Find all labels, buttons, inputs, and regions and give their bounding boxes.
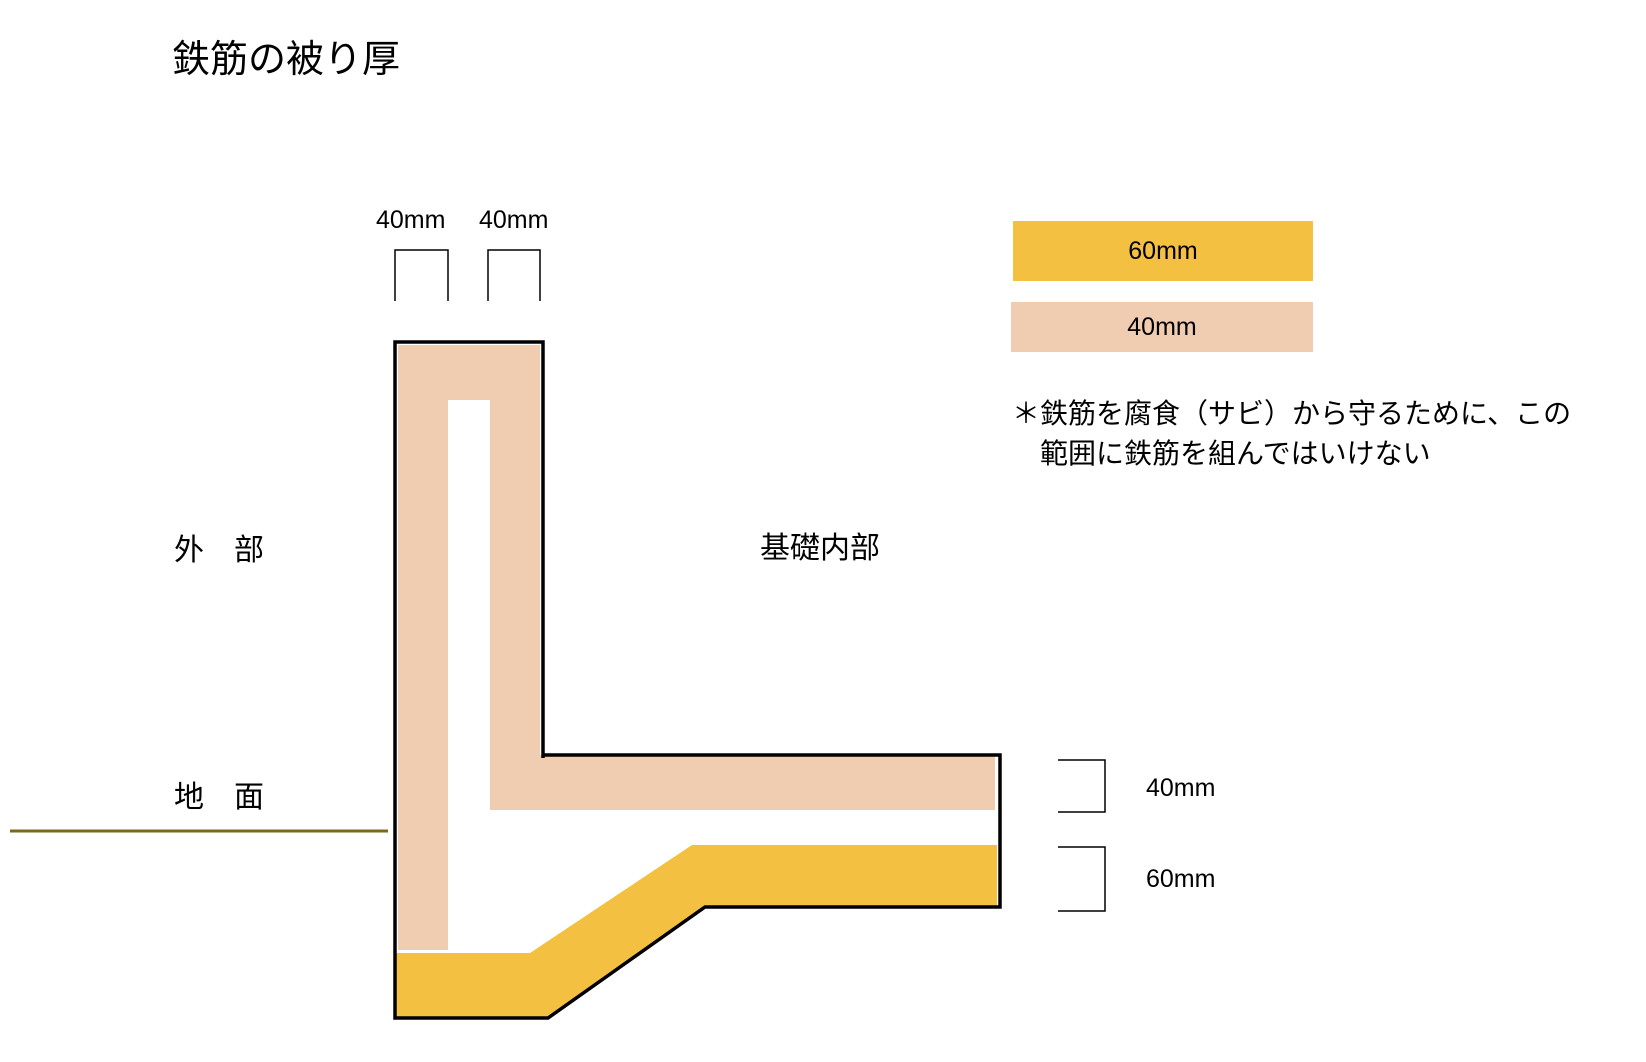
dimension-bracket-top-right xyxy=(487,249,541,301)
note: ＊鉄筋を腐食（サビ）から守るために、この 範囲に鉄筋を組んではいけない xyxy=(1012,394,1571,474)
dimension-label-right-upper: 40mm xyxy=(1146,774,1216,802)
label-foundation-interior: 基礎内部 xyxy=(760,531,880,566)
dimension-label-right-lower: 60mm xyxy=(1146,865,1216,893)
dimension-label-top-right: 40mm xyxy=(479,206,549,234)
label-outside: 外 部 xyxy=(174,533,264,568)
note-line-1: ＊鉄筋を腐食（サビ）から守るために、この xyxy=(1012,397,1572,430)
legend-40mm-label: 40mm xyxy=(1127,312,1197,341)
note-line-2: 範囲に鉄筋を組んではいけない xyxy=(1040,437,1431,470)
cover-60mm-band xyxy=(395,845,997,1018)
legend-40mm: 40mm xyxy=(1011,302,1313,352)
cover-40mm-band xyxy=(398,345,995,950)
dimension-bracket-right-lower xyxy=(1058,846,1106,912)
dimension-bracket-top-left xyxy=(394,249,449,301)
label-ground: 地 面 xyxy=(174,780,264,815)
dimension-bracket-right-upper xyxy=(1058,759,1106,813)
page-title: 鉄筋の被り厚 xyxy=(172,37,401,81)
legend-60mm: 60mm xyxy=(1013,221,1313,281)
legend-60mm-label: 60mm xyxy=(1128,236,1198,265)
dimension-label-top-left: 40mm xyxy=(376,206,446,234)
foundation-outline xyxy=(393,340,1002,1020)
